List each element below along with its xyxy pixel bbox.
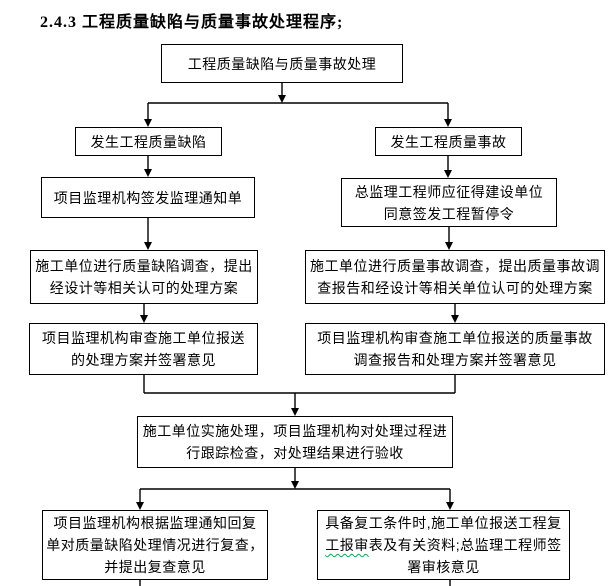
flow-node-supervision-notice: 项目监理机构签发监理通知单 xyxy=(41,177,255,218)
arrow-down-icon xyxy=(291,408,299,416)
arrow-down-icon xyxy=(444,119,452,127)
connector-top-to-split xyxy=(148,83,448,104)
arrow-down-icon xyxy=(291,481,299,489)
connector-suspend-to-accident-investigation xyxy=(445,227,453,250)
flow-node-suspend-order: 总监理工程师应征得建设单位 同意签发工程暂停令 xyxy=(341,178,557,227)
flow-node-defect-occurs: 发生工程质量缺陷 xyxy=(75,127,222,156)
flow-node-resume-work-review: 具备复工条件时,施工单位报送工程复 工报审表及有关资料;总监理工程师签 署审核意… xyxy=(317,510,570,580)
section-title: 2.4.3 工程质量缺陷与质量事故处理程序; xyxy=(40,14,344,31)
connector-merge-to-implement xyxy=(143,375,456,416)
arrow-down-icon xyxy=(144,169,152,177)
flow-node-accident-occurs: 发生工程质量事故 xyxy=(375,127,522,156)
arrow-down-icon xyxy=(144,242,152,250)
connector-accident-investigation-to-review xyxy=(451,304,459,323)
arrow-down-icon xyxy=(444,170,452,178)
flow-node-implement-handling: 施工单位实施处理，项目监理机构对处理过程进 行跟踪检查，对处理结果进行验收 xyxy=(137,416,453,468)
arrow-down-icon xyxy=(446,502,454,510)
spellcheck-underline-text: 工报审 xyxy=(325,537,369,553)
flow-node-accident-investigation: 施工单位进行质量事故调查，提出质量事故调 查报告和经设计等相关单位认可的处理方案 xyxy=(305,250,605,304)
arrow-down-icon xyxy=(144,119,152,127)
arrow-down-icon xyxy=(278,95,286,103)
flow-node-quality-defect-accident-handling: 工程质量缺陷与质量事故处理 xyxy=(161,44,403,83)
connector-accident-to-suspend xyxy=(444,156,452,178)
flow-node-defect-investigation: 施工单位进行质量缺陷调查，提出 经设计等相关认可的处理方案 xyxy=(30,250,258,304)
flow-node-defect-plan-review: 项目监理机构审查施工单位报送 的处理方案并签署意见 xyxy=(29,323,258,375)
connector-split-to-accident xyxy=(444,103,452,127)
arrow-down-icon xyxy=(451,315,459,323)
arrow-down-icon xyxy=(140,315,148,323)
connector-split-to-recheck xyxy=(136,489,144,510)
connector-split-to-defect xyxy=(144,103,152,127)
flow-node-accident-plan-review: 项目监理机构审查施工单位报送的质量事故 调查报告和处理方案并签署意见 xyxy=(305,323,605,375)
connector-defect-to-notice xyxy=(144,156,152,177)
connector-notice-to-defect-investigation xyxy=(144,218,152,250)
flow-node-defect-recheck: 项目监理机构根据监理通知回复 单对质量缺陷处理情况进行复查， 并提出复查意见 xyxy=(42,510,268,580)
connector-implement-to-split xyxy=(140,468,450,490)
arrow-down-icon xyxy=(445,242,453,250)
arrow-down-icon xyxy=(136,502,144,510)
connector-split-to-resume xyxy=(446,489,454,510)
connector-defect-investigation-to-review xyxy=(140,304,148,323)
